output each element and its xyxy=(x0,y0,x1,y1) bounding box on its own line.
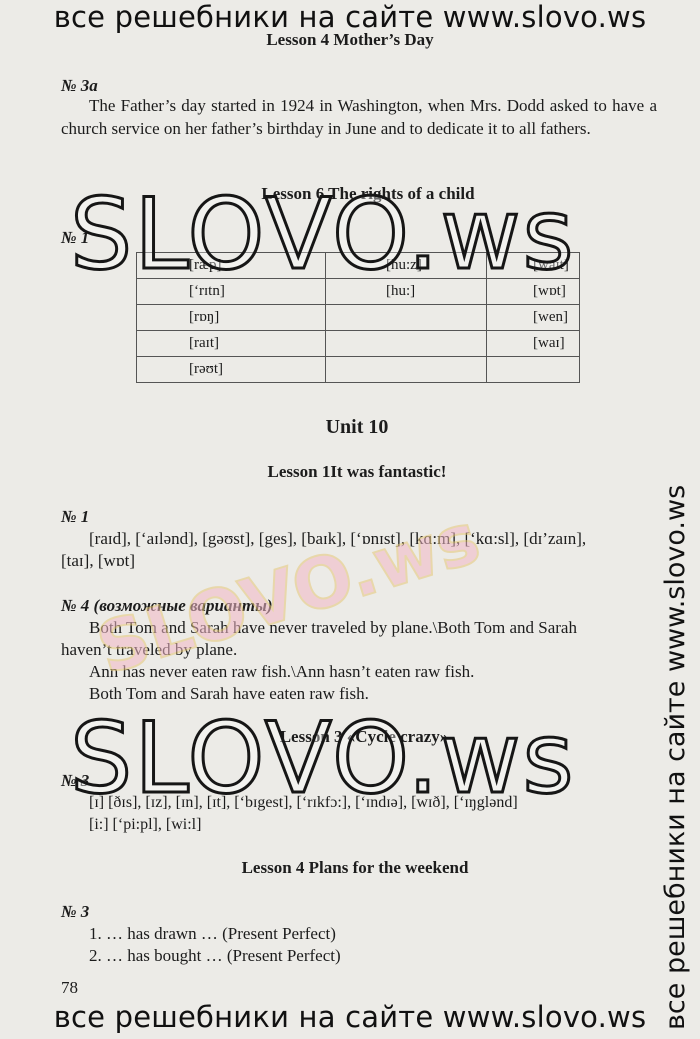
task-3a-label: № 3a xyxy=(61,76,98,95)
task-1-line-2: [taɪ], [wɒt] xyxy=(61,551,136,570)
table-cell: [wɒt] xyxy=(486,278,580,305)
table-cell: [‘rɪtn] xyxy=(136,278,326,305)
lesson-4-plans-title: Lesson 4 Plans for the weekend xyxy=(241,858,469,877)
watermark-outline-lower: SLOVO.ws xyxy=(69,701,576,818)
plans-item-1: 1. … has drawn … (Present Perfect) xyxy=(89,924,336,943)
site-banner-bottom: все решебники на сайте www.slovo.ws xyxy=(53,1000,647,1034)
task-4-line-2: haven’t traveled by plane. xyxy=(61,640,238,659)
table-row: [‘rɪtn] [hu:] [wɒt] xyxy=(136,278,580,305)
table-cell xyxy=(325,356,487,383)
phonetics-table: [ræp] [hu:z] [waɪt] [‘rɪtn] [hu:] [wɒt] … xyxy=(136,252,580,383)
task-4-line-3: Ann has never eaten raw fish.\Ann hasn’t… xyxy=(89,662,475,681)
table-cell: [rɒŋ] xyxy=(136,304,326,331)
lesson-3-line-2: [i:] [‘pi:pl], [wi:l] xyxy=(89,816,202,833)
unit-10-title: Unit 10 xyxy=(325,416,389,438)
lesson-1-task-1-label: № 1 xyxy=(61,507,90,526)
lesson-1-task-4-label: № 4 (возможные варианты) xyxy=(61,596,273,615)
table-cell xyxy=(486,356,580,383)
table-row: [rəʊt] xyxy=(136,356,580,383)
site-banner-side: все решебники на сайте www.slovo.ws xyxy=(660,484,691,1030)
lesson-1-title: Lesson 1It was fantastic! xyxy=(267,462,447,481)
site-banner-top: все решебники на сайте www.slovo.ws xyxy=(53,0,647,34)
task-3a-paragraph: The Father’s day started in 1924 in Wash… xyxy=(61,96,657,138)
page-number: 78 xyxy=(61,978,78,997)
lesson-3-line-1: [ɪ] [ðɪs], [ɪz], [ɪn], [ɪt], [‘bɪgest], … xyxy=(89,794,518,811)
table-cell: [hu:] xyxy=(325,278,487,305)
task-4-line-1: Both Tom and Sarah have never traveled b… xyxy=(89,618,577,637)
table-cell: [wen] xyxy=(486,304,580,331)
task-1-line-1: [raɪd], [‘aɪlənd], [gəʊst], [ges], [baɪk… xyxy=(89,529,587,548)
lesson-4-plans-task-3-label: № 3 xyxy=(61,902,90,921)
lesson-4-mothers-day-title: Lesson 4 Mother’s Day xyxy=(266,30,434,49)
table-cell xyxy=(325,330,487,357)
lesson-3-title: Lesson 3 «Cycle crazy» xyxy=(279,727,449,746)
lesson-3-task-3-label: № 3 xyxy=(61,771,90,790)
lesson-6-task-1-label: № 1 xyxy=(61,228,90,247)
table-cell: [waɪt] xyxy=(486,252,580,279)
table-cell xyxy=(325,304,487,331)
lesson-6-title: Lesson 6 The rights of a child xyxy=(261,184,475,203)
table-cell: [waɪ] xyxy=(486,330,580,357)
table-cell: [raɪt] xyxy=(136,330,326,357)
watermark-outline-upper: SLOVO.ws xyxy=(69,177,576,294)
task-4-line-4: Both Tom and Sarah have eaten raw fish. xyxy=(89,684,369,703)
table-row: [rɒŋ] [wen] xyxy=(136,304,580,331)
table-cell: [rəʊt] xyxy=(136,356,326,383)
plans-item-2: 2. … has bought … (Present Perfect) xyxy=(89,946,341,965)
table-row: [raɪt] [waɪ] xyxy=(136,330,580,357)
